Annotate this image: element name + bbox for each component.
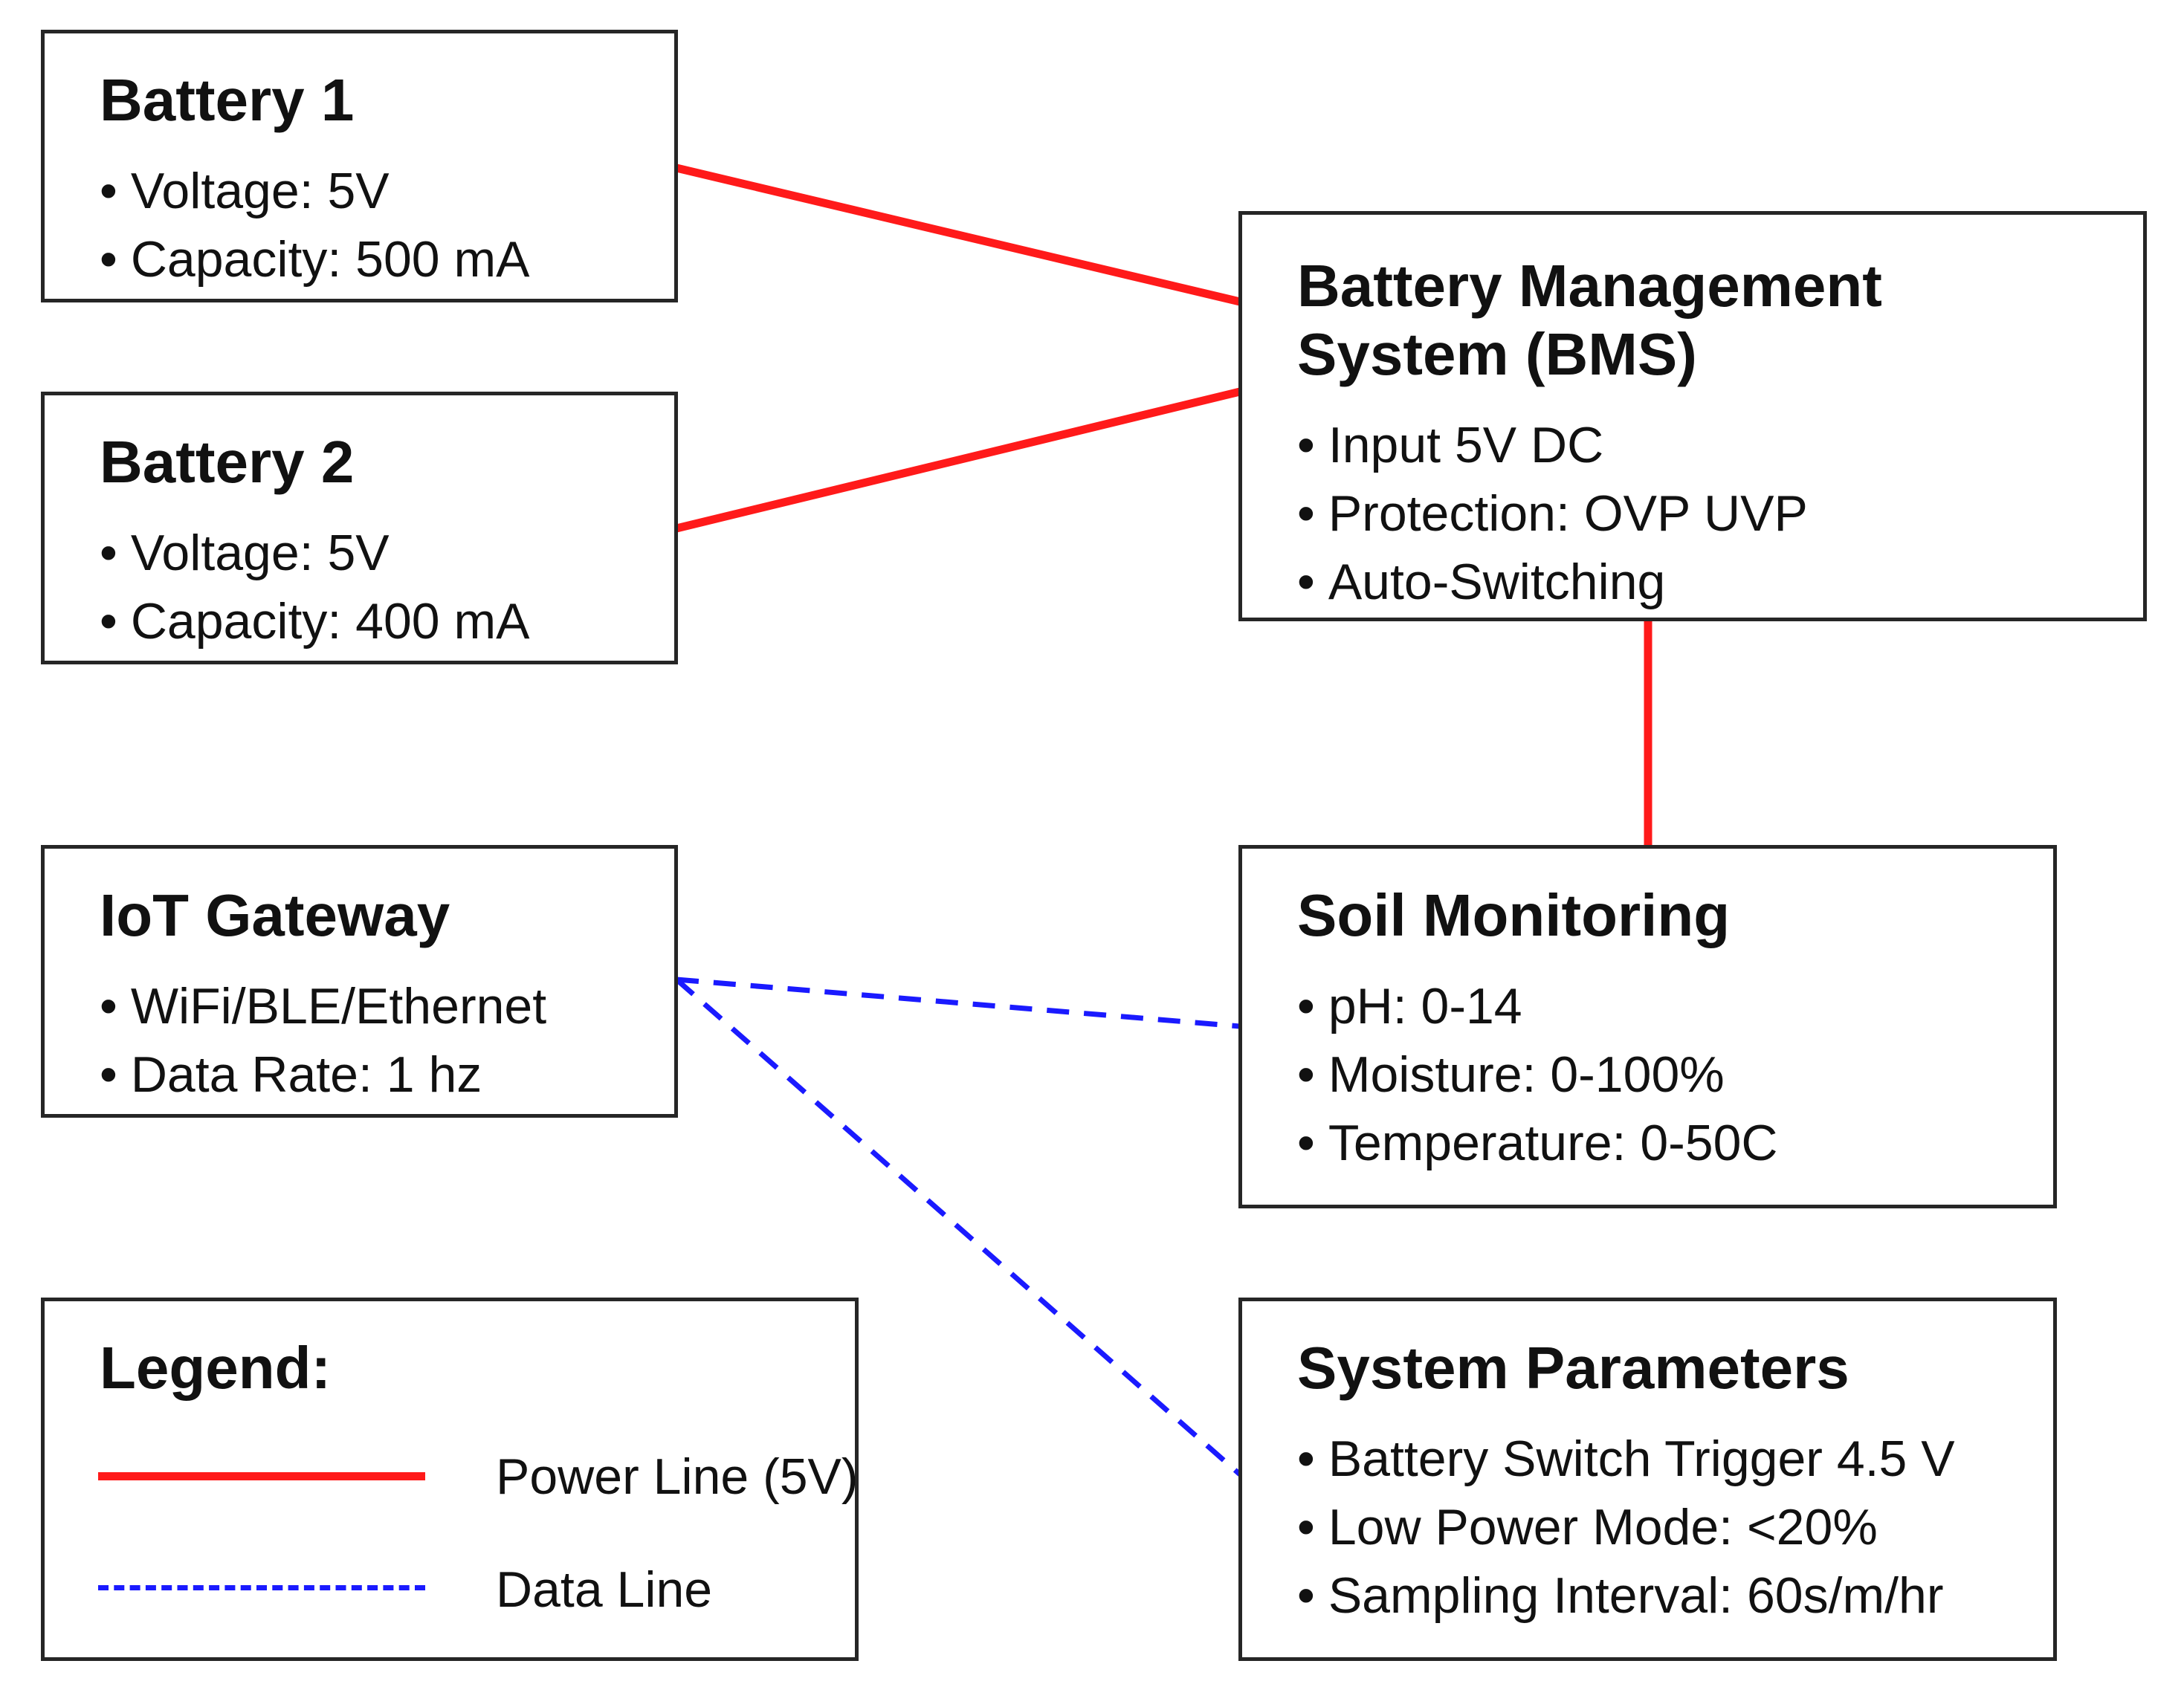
power-line-battery2-bms [675,387,1241,533]
iot-gateway-title: IoT Gateway [100,882,450,948]
battery-1-voltage: Voltage: 5V [100,157,674,225]
battery-2-title: Battery 2 [100,429,355,495]
legend-box: Legend: Power Line (5V) Data Line [41,1298,859,1661]
bms-input: Input 5V DC [1297,411,2143,479]
data-line-label: Data Line [496,1561,713,1618]
soil-monitoring-title: Soil Monitoring [1297,882,1731,948]
iot-gateway-data-rate: Data Rate: 1 hz [100,1040,674,1109]
power-line-battery1-bms [675,163,1241,306]
iot-gateway-connectivity: WiFi/BLE/Ethernet [100,972,674,1040]
data-line-gateway-params [674,977,1242,1477]
battery-2-specs: Voltage: 5V Capacity: 400 mA [100,519,674,655]
power-line-swatch [98,1472,425,1480]
data-line-gateway-soil [676,977,1241,1029]
soil-temperature: Temperature: 0-50C [1297,1109,2053,1177]
data-line-swatch [98,1585,425,1590]
battery-2-capacity: Capacity: 400 mA [100,587,674,655]
bms-specs: Input 5V DC Protection: OVP UVP Auto-Swi… [1297,411,2143,616]
battery-2-voltage: Voltage: 5V [100,519,674,587]
battery-2-box: Battery 2 Voltage: 5V Capacity: 400 mA [41,392,678,664]
battery-1-box: Battery 1 Voltage: 5V Capacity: 500 mA [41,30,678,302]
soil-monitoring-specs: pH: 0-14 Moisture: 0-100% Temperature: 0… [1297,972,2053,1177]
legend-row-data: Data Line [98,1555,879,1624]
soil-ph: pH: 0-14 [1297,972,2053,1040]
param-switch-trigger: Battery Switch Trigger 4.5 V [1297,1425,2053,1493]
battery-1-capacity: Capacity: 500 mA [100,225,674,294]
bms-protection: Protection: OVP UVP [1297,479,2143,548]
param-sampling-interval: Sampling Interval: 60s/m/hr [1297,1561,2053,1630]
soil-moisture: Moisture: 0-100% [1297,1040,2053,1109]
power-line-label: Power Line (5V) [496,1448,859,1505]
system-parameters-box: System Parameters Battery Switch Trigger… [1238,1298,2057,1661]
bms-box: Battery Management System (BMS) Input 5V… [1238,211,2147,621]
bms-title: Battery Management System (BMS) [1297,253,1882,387]
system-parameters-title: System Parameters [1297,1335,1849,1401]
system-parameters-specs: Battery Switch Trigger 4.5 V Low Power M… [1297,1425,2053,1630]
bms-auto-switching: Auto-Switching [1297,548,2143,616]
iot-gateway-box: IoT Gateway WiFi/BLE/Ethernet Data Rate:… [41,845,678,1118]
iot-gateway-specs: WiFi/BLE/Ethernet Data Rate: 1 hz [100,972,674,1109]
soil-monitoring-box: Soil Monitoring pH: 0-14 Moisture: 0-100… [1238,845,2057,1208]
param-low-power-mode: Low Power Mode: <20% [1297,1493,2053,1561]
legend-row-power: Power Line (5V) [98,1442,879,1511]
battery-1-specs: Voltage: 5V Capacity: 500 mA [100,157,674,294]
legend-title: Legend: [100,1335,332,1401]
battery-1-title: Battery 1 [100,67,355,133]
